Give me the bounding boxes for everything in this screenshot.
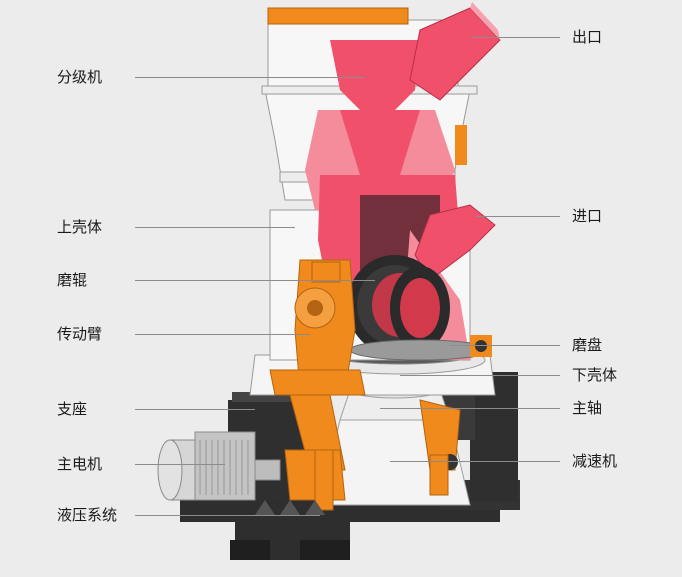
label-support-base: 支座 xyxy=(57,400,88,418)
leader-main-motor xyxy=(135,464,225,465)
label-reducer: 减速机 xyxy=(572,452,618,470)
leader-outlet xyxy=(470,37,560,38)
leader-grinding-table xyxy=(450,345,560,346)
leader-transmission-arm xyxy=(135,334,310,335)
leader-inlet xyxy=(475,216,560,217)
leader-support-base xyxy=(135,409,255,410)
leader-grinding-roller xyxy=(135,280,375,281)
main-motor-shape xyxy=(157,431,281,501)
grinding-roller-shape xyxy=(347,255,450,355)
label-hydraulic-system: 液压系统 xyxy=(57,506,118,524)
label-outlet: 出口 xyxy=(572,28,603,46)
label-classifier: 分级机 xyxy=(57,68,103,86)
label-inlet: 进口 xyxy=(572,207,603,225)
leader-lower-shell xyxy=(400,375,560,376)
leader-classifier xyxy=(135,77,365,78)
leader-main-shaft xyxy=(380,408,560,409)
leader-reducer xyxy=(390,461,560,462)
leader-upper-shell xyxy=(135,227,295,228)
label-main-shaft: 主轴 xyxy=(572,399,603,417)
label-lower-shell: 下壳体 xyxy=(572,366,618,384)
label-upper-shell: 上壳体 xyxy=(57,218,103,236)
label-transmission-arm: 传动臂 xyxy=(57,325,103,343)
label-grinding-table: 磨盘 xyxy=(572,336,603,354)
outlet-chute xyxy=(409,2,501,101)
inlet-chute xyxy=(414,204,496,281)
label-grinding-roller: 磨辊 xyxy=(57,271,88,289)
hydraulic-system-shape xyxy=(255,449,449,515)
label-main-motor: 主电机 xyxy=(57,455,103,473)
leader-hydraulic-system xyxy=(135,515,320,516)
